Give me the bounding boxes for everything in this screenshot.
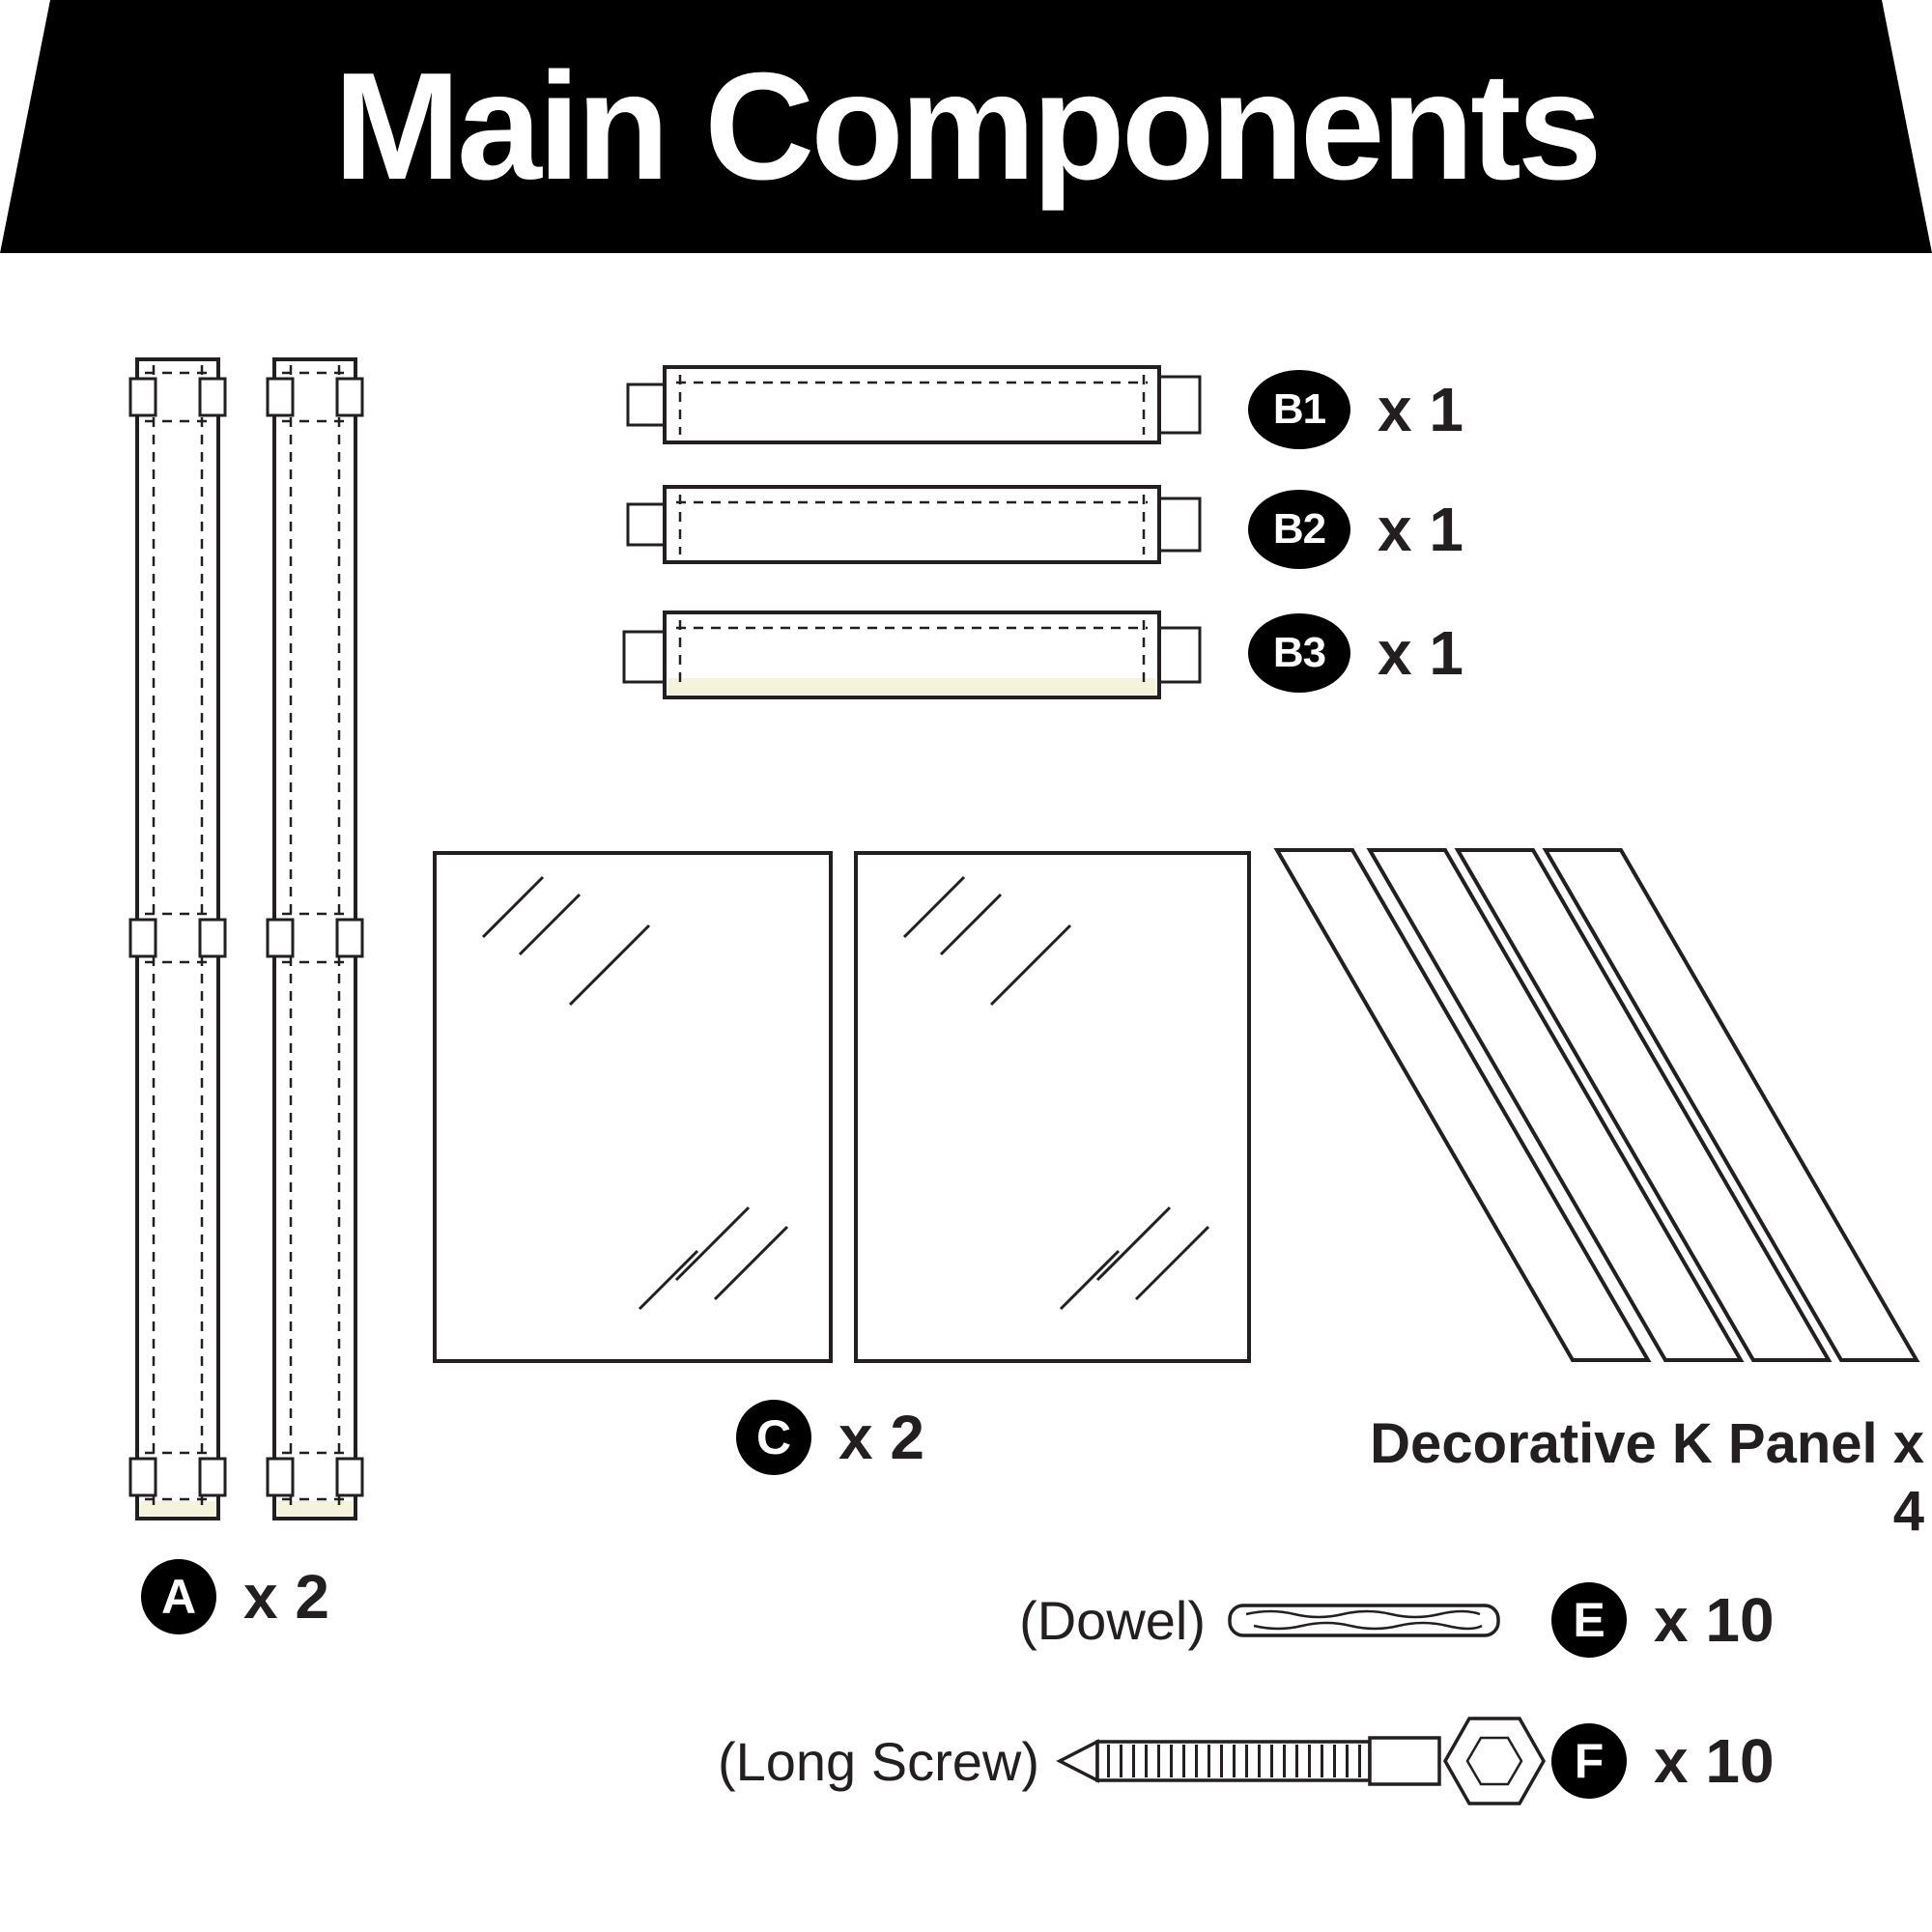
long-screw-caption: (Long Screw) [717, 1731, 1039, 1792]
k-panel-strip [1273, 848, 1652, 1362]
part-f-badge: F [1551, 1723, 1627, 1799]
part-b1-badge: B1 [1248, 370, 1350, 449]
dowel-drawing [1228, 1604, 1500, 1637]
page-title: Main Components [333, 41, 1602, 212]
k-panel-strip [1542, 848, 1920, 1362]
part-b3-count: x 1 [1378, 618, 1463, 688]
part-b2-label-row: B2 x 1 [1248, 490, 1463, 569]
header-band: Main Components [0, 0, 1932, 253]
part-b3-badge: B3 [1248, 613, 1350, 693]
screw-drawing [1056, 1717, 1547, 1805]
part-f-label-row: F x 10 [1551, 1723, 1775, 1799]
k-panel-drawing [1273, 848, 1920, 1362]
part-e-count: x 10 [1654, 1585, 1775, 1655]
glass-panel-c1-drawing [433, 851, 833, 1363]
part-f-count: x 10 [1654, 1726, 1775, 1796]
part-e-badge: E [1551, 1582, 1627, 1658]
bar-b2-drawing [626, 485, 1202, 564]
panel-a-2-drawing [266, 357, 364, 1520]
bar-b1-drawing [626, 365, 1202, 444]
dowel-caption: (Dowel) [1019, 1590, 1206, 1651]
part-b1-label-row: B1 x 1 [1248, 370, 1463, 449]
glass-panel-c2-drawing [854, 851, 1251, 1363]
panel-a-1-drawing [128, 357, 227, 1520]
part-a-badge: A [141, 1559, 216, 1634]
part-a-count: x 2 [243, 1562, 329, 1632]
part-b2-count: x 1 [1378, 495, 1463, 564]
part-c-count: x 2 [838, 1403, 924, 1472]
part-b3-label-row: B3 x 1 [1248, 613, 1463, 693]
part-e-label-row: E x 10 [1551, 1582, 1775, 1658]
part-c-badge: C [736, 1400, 811, 1475]
k-panel-caption: Decorative K Panel x 4 [1370, 1412, 1924, 1543]
k-panel-strip [1454, 848, 1833, 1362]
part-b1-count: x 1 [1378, 375, 1463, 444]
part-b2-badge: B2 [1248, 490, 1350, 569]
k-panel-strip [1366, 848, 1745, 1362]
part-a-label-row: A x 2 [141, 1559, 329, 1634]
part-c-label-row: C x 2 [736, 1400, 924, 1475]
bar-b3-drawing [622, 611, 1202, 699]
